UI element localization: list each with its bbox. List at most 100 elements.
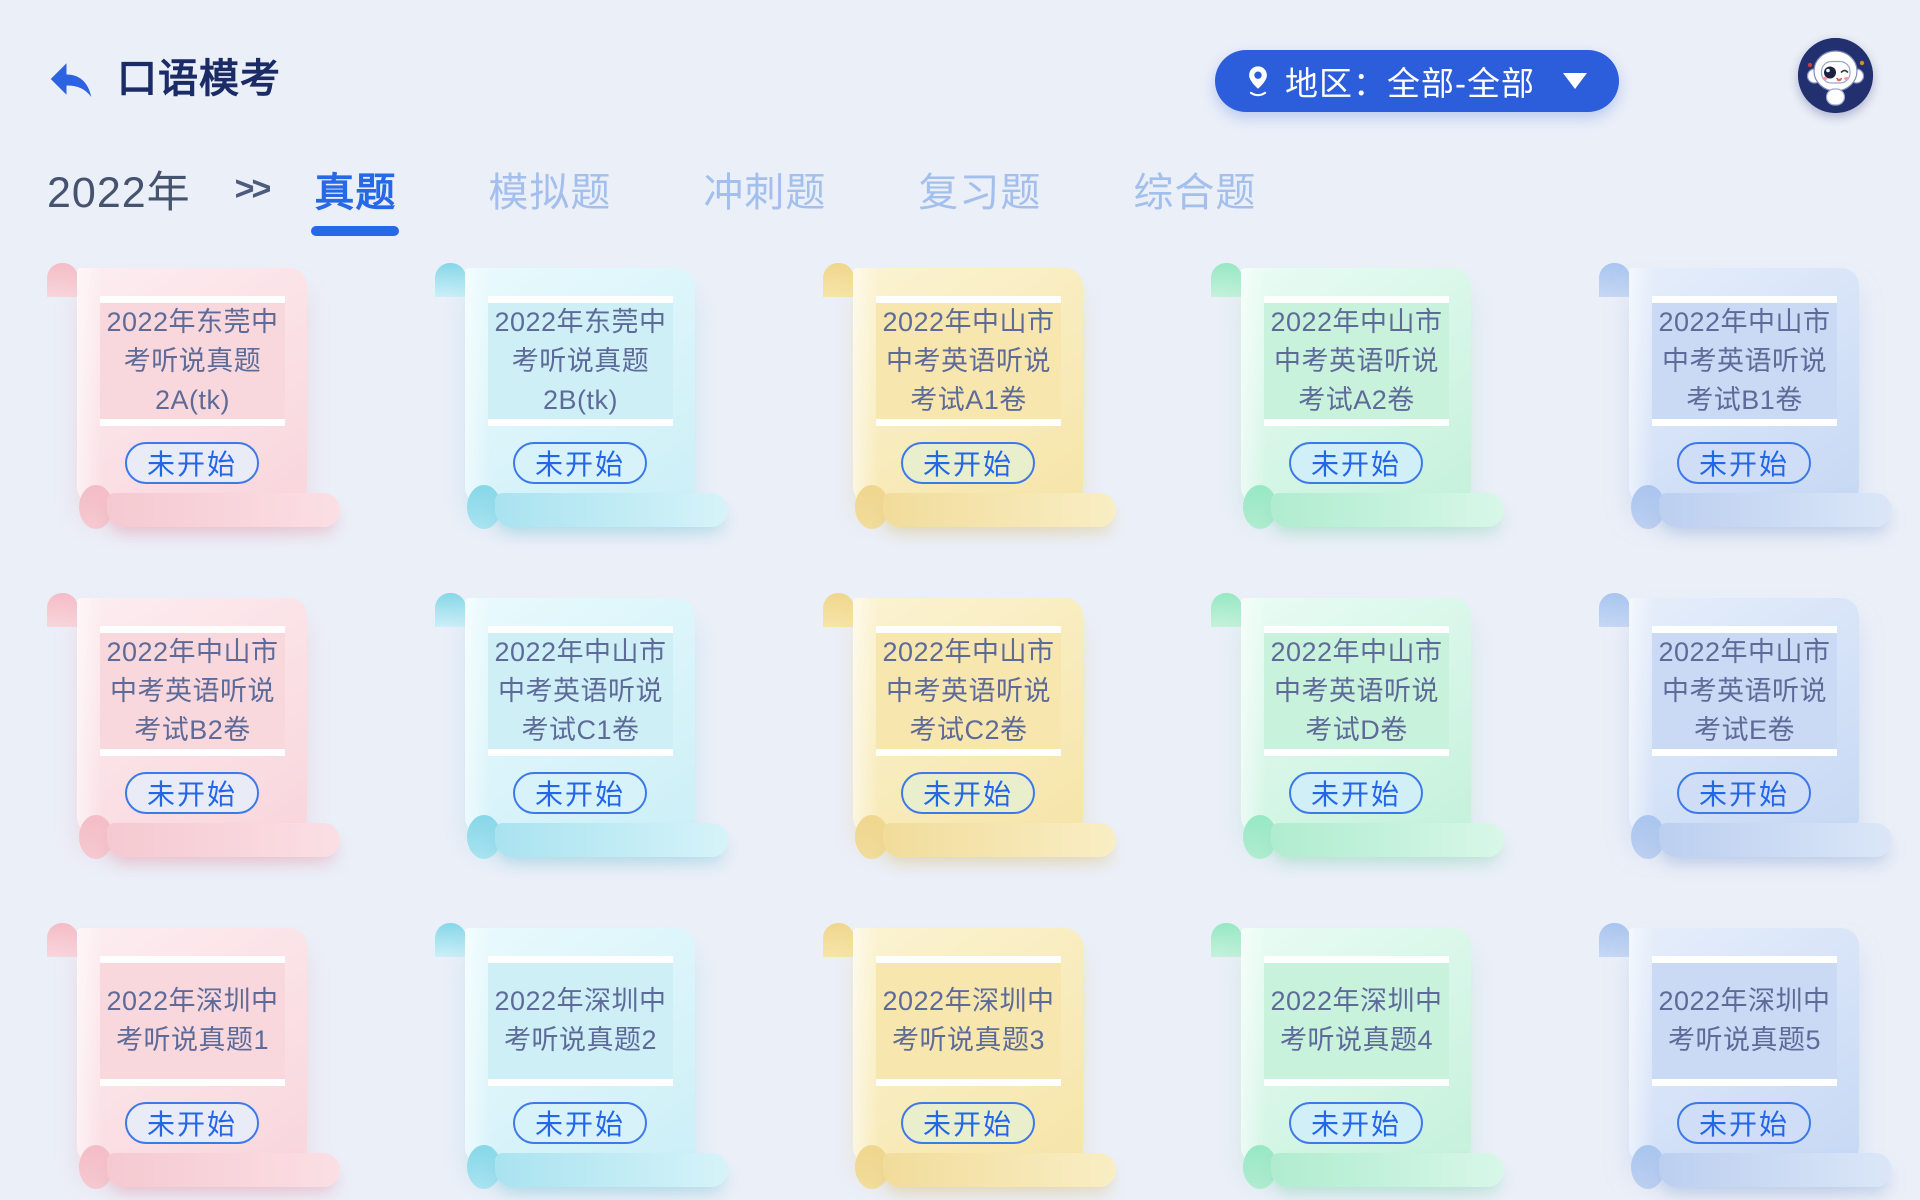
user-avatar[interactable] bbox=[1798, 38, 1873, 113]
scroll-ear-decoration bbox=[1211, 593, 1242, 627]
card-title-band: 2022年东莞中考听说真题2A(tk) bbox=[100, 296, 285, 426]
status-badge-label: 未开始 bbox=[1698, 779, 1789, 810]
card-body: 2022年深圳中考听说真题4 未开始 bbox=[1241, 928, 1471, 1165]
dropdown-triangle-icon bbox=[1563, 73, 1587, 89]
scroll-ear-decoration bbox=[1211, 263, 1242, 297]
card-body: 2022年中山市中考英语听说考试B2卷 未开始 bbox=[77, 598, 307, 835]
card-title: 2022年中山市中考英语听说考试A1卷 bbox=[882, 306, 1055, 415]
exam-card[interactable]: 2022年中山市中考英语听说考试A2卷 未开始 bbox=[1211, 263, 1506, 548]
status-badge[interactable]: 未开始 bbox=[1289, 442, 1423, 484]
status-badge[interactable]: 未开始 bbox=[901, 1102, 1035, 1144]
card-title: 2022年中山市中考英语听说考试E卷 bbox=[1658, 636, 1831, 745]
status-badge-label: 未开始 bbox=[534, 1109, 625, 1140]
status-badge[interactable]: 未开始 bbox=[1677, 1102, 1811, 1144]
status-badge-label: 未开始 bbox=[146, 779, 237, 810]
scroll-bottom-roll bbox=[495, 823, 728, 857]
card-body: 2022年深圳中考听说真题2 未开始 bbox=[465, 928, 695, 1165]
active-tab-underline bbox=[311, 226, 400, 236]
status-badge[interactable]: 未开始 bbox=[513, 1102, 647, 1144]
card-title: 2022年中山市中考英语听说考试A2卷 bbox=[1270, 306, 1443, 415]
card-title-band: 2022年深圳中考听说真题4 bbox=[1264, 956, 1449, 1086]
tab-真题[interactable]: 真题 bbox=[311, 160, 400, 236]
region-selector-button[interactable]: 地区：全部-全部 bbox=[1215, 50, 1619, 112]
status-badge-label: 未开始 bbox=[534, 779, 625, 810]
scroll-ear-decoration bbox=[1211, 923, 1242, 957]
status-badge[interactable]: 未开始 bbox=[513, 772, 647, 814]
card-title: 2022年深圳中考听说真题2 bbox=[494, 986, 667, 1055]
card-title-band: 2022年中山市中考英语听说考试D卷 bbox=[1264, 626, 1449, 756]
scroll-bottom-roll bbox=[883, 823, 1116, 857]
card-body: 2022年东莞中考听说真题2A(tk) 未开始 bbox=[77, 268, 307, 505]
card-title-band: 2022年东莞中考听说真题2B(tk) bbox=[488, 296, 673, 426]
card-body: 2022年中山市中考英语听说考试D卷 未开始 bbox=[1241, 598, 1471, 835]
tab-冲刺题[interactable]: 冲刺题 bbox=[703, 160, 826, 218]
scroll-ear-decoration bbox=[47, 263, 78, 297]
tab-模拟题[interactable]: 模拟题 bbox=[488, 160, 611, 218]
scroll-bottom-roll bbox=[1271, 493, 1504, 527]
mascot-icon bbox=[1798, 38, 1873, 113]
back-button[interactable] bbox=[44, 52, 98, 106]
scroll-bottom-roll bbox=[1659, 493, 1892, 527]
scroll-bottom-roll bbox=[107, 1153, 340, 1187]
card-body: 2022年中山市中考英语听说考试A2卷 未开始 bbox=[1241, 268, 1471, 505]
card-title-band: 2022年深圳中考听说真题3 bbox=[876, 956, 1061, 1086]
status-badge[interactable]: 未开始 bbox=[901, 442, 1035, 484]
status-badge-label: 未开始 bbox=[1310, 449, 1401, 480]
scroll-bottom-roll bbox=[883, 493, 1116, 527]
exam-card[interactable]: 2022年中山市中考英语听说考试D卷 未开始 bbox=[1211, 593, 1506, 878]
scroll-ear-decoration bbox=[47, 593, 78, 627]
exam-card[interactable]: 2022年深圳中考听说真题4 未开始 bbox=[1211, 923, 1506, 1200]
card-title-band: 2022年中山市中考英语听说考试E卷 bbox=[1652, 626, 1837, 756]
scroll-ear-decoration bbox=[435, 923, 466, 957]
status-badge-label: 未开始 bbox=[1698, 1109, 1789, 1140]
exam-card[interactable]: 2022年中山市中考英语听说考试B1卷 未开始 bbox=[1599, 263, 1894, 548]
exam-card[interactable]: 2022年中山市中考英语听说考试E卷 未开始 bbox=[1599, 593, 1894, 878]
card-title: 2022年东莞中考听说真题2B(tk) bbox=[494, 306, 667, 415]
tab-综合题[interactable]: 综合题 bbox=[1133, 160, 1256, 218]
card-body: 2022年深圳中考听说真题1 未开始 bbox=[77, 928, 307, 1165]
status-badge[interactable]: 未开始 bbox=[1677, 442, 1811, 484]
card-title-band: 2022年深圳中考听说真题1 bbox=[100, 956, 285, 1086]
card-title-band: 2022年中山市中考英语听说考试C1卷 bbox=[488, 626, 673, 756]
scroll-ear-decoration bbox=[1599, 263, 1630, 297]
card-title: 2022年中山市中考英语听说考试D卷 bbox=[1270, 636, 1443, 745]
card-title-band: 2022年中山市中考英语听说考试C2卷 bbox=[876, 626, 1061, 756]
exam-card[interactable]: 2022年中山市中考英语听说考试A1卷 未开始 bbox=[823, 263, 1118, 548]
exam-card[interactable]: 2022年中山市中考英语听说考试B2卷 未开始 bbox=[47, 593, 342, 878]
scroll-ear-decoration bbox=[435, 593, 466, 627]
exam-card[interactable]: 2022年东莞中考听说真题2A(tk) 未开始 bbox=[47, 263, 342, 548]
status-badge[interactable]: 未开始 bbox=[1289, 772, 1423, 814]
status-badge[interactable]: 未开始 bbox=[125, 442, 259, 484]
status-badge[interactable]: 未开始 bbox=[1677, 772, 1811, 814]
status-badge-label: 未开始 bbox=[1310, 779, 1401, 810]
exam-card[interactable]: 2022年深圳中考听说真题2 未开始 bbox=[435, 923, 730, 1200]
filter-bar: 2022年 >> 真题 模拟题 冲刺题 复习题 综合题 bbox=[47, 160, 1256, 236]
exam-card[interactable]: 2022年东莞中考听说真题2B(tk) 未开始 bbox=[435, 263, 730, 548]
status-badge[interactable]: 未开始 bbox=[125, 772, 259, 814]
status-badge[interactable]: 未开始 bbox=[901, 772, 1035, 814]
card-body: 2022年中山市中考英语听说考试C1卷 未开始 bbox=[465, 598, 695, 835]
scroll-ear-decoration bbox=[823, 923, 854, 957]
exam-card[interactable]: 2022年深圳中考听说真题5 未开始 bbox=[1599, 923, 1894, 1200]
card-title: 2022年中山市中考英语听说考试B2卷 bbox=[106, 636, 279, 745]
status-badge[interactable]: 未开始 bbox=[513, 442, 647, 484]
exam-card[interactable]: 2022年深圳中考听说真题1 未开始 bbox=[47, 923, 342, 1200]
status-badge-label: 未开始 bbox=[922, 449, 1013, 480]
card-title-band: 2022年深圳中考听说真题5 bbox=[1652, 956, 1837, 1086]
status-badge[interactable]: 未开始 bbox=[125, 1102, 259, 1144]
exam-card[interactable]: 2022年深圳中考听说真题3 未开始 bbox=[823, 923, 1118, 1200]
card-title: 2022年中山市中考英语听说考试C1卷 bbox=[494, 636, 667, 745]
scroll-bottom-roll bbox=[495, 493, 728, 527]
scroll-ear-decoration bbox=[1599, 923, 1630, 957]
page-title: 口语模考 bbox=[117, 57, 281, 101]
card-title-band: 2022年中山市中考英语听说考试A1卷 bbox=[876, 296, 1061, 426]
scroll-bottom-roll bbox=[1271, 823, 1504, 857]
tab-复习题[interactable]: 复习题 bbox=[918, 160, 1041, 218]
category-tabs: 真题 模拟题 冲刺题 复习题 综合题 bbox=[311, 160, 1256, 236]
status-badge[interactable]: 未开始 bbox=[1289, 1102, 1423, 1144]
scroll-bottom-roll bbox=[1659, 1153, 1892, 1187]
exam-card[interactable]: 2022年中山市中考英语听说考试C1卷 未开始 bbox=[435, 593, 730, 878]
exam-card[interactable]: 2022年中山市中考英语听说考试C2卷 未开始 bbox=[823, 593, 1118, 878]
card-title: 2022年深圳中考听说真题4 bbox=[1270, 986, 1443, 1055]
